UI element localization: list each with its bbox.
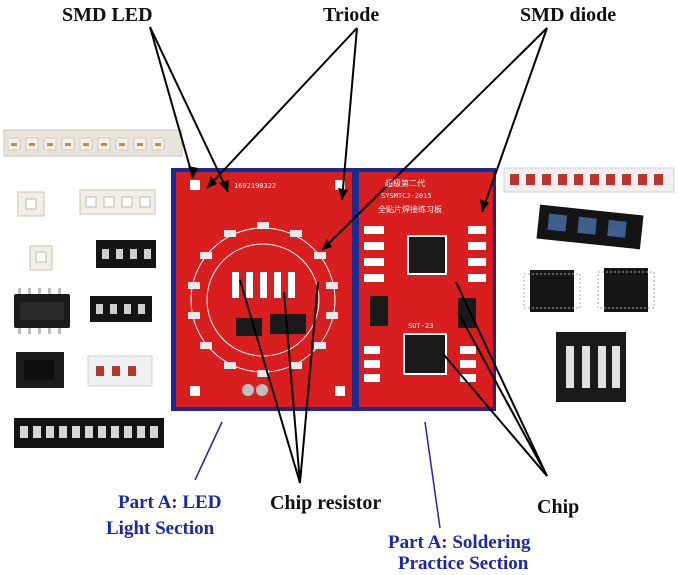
label-part-a-solder-line2: Practice Section <box>398 553 529 574</box>
pcb-code-text: 1602190322 <box>234 182 277 190</box>
component-tape-bottom-left <box>14 418 164 448</box>
pcb-subtitle-text: 全贴片焊接练习板 <box>378 205 442 214</box>
component-tape-clear-left <box>87 355 153 387</box>
pcb-soldering-section <box>355 168 496 411</box>
pointer-lines <box>149 26 548 484</box>
label-chip-resistor: Chip resistor <box>270 492 382 514</box>
label-part-a-led-line1: Part A: LED <box>118 492 222 513</box>
label-part-a-solder-line1: Part A: Soldering <box>388 532 531 553</box>
component-tape-black-right <box>536 204 644 250</box>
blue-pointer-lines <box>194 421 441 529</box>
label-triode: Triode <box>323 4 380 26</box>
chip-dip-right <box>556 332 626 402</box>
pcb-led-section <box>171 168 355 411</box>
pcb-title-text: 超级第二代 <box>385 179 425 188</box>
component-tape-top-left <box>3 129 183 157</box>
label-chip: Chip <box>537 496 580 518</box>
pcb-sot-text: SOT-23 <box>408 322 434 330</box>
label-part-a-led-line2: Light Section <box>106 518 215 539</box>
chip-soic-left <box>14 288 70 334</box>
chip-small-left <box>16 352 64 388</box>
component-tape-diodes-right <box>503 167 675 193</box>
label-smd-led: SMD LED <box>62 4 153 26</box>
label-smd-diode: SMD diode <box>520 4 617 26</box>
component-tape-white-small <box>17 189 156 271</box>
pcb-model-text: SYSMTCJ-2015 <box>381 192 432 200</box>
chip-qfp-right-2 <box>597 268 655 312</box>
component-tape-black-left <box>90 240 156 322</box>
chip-qfp-right-1 <box>523 270 581 312</box>
